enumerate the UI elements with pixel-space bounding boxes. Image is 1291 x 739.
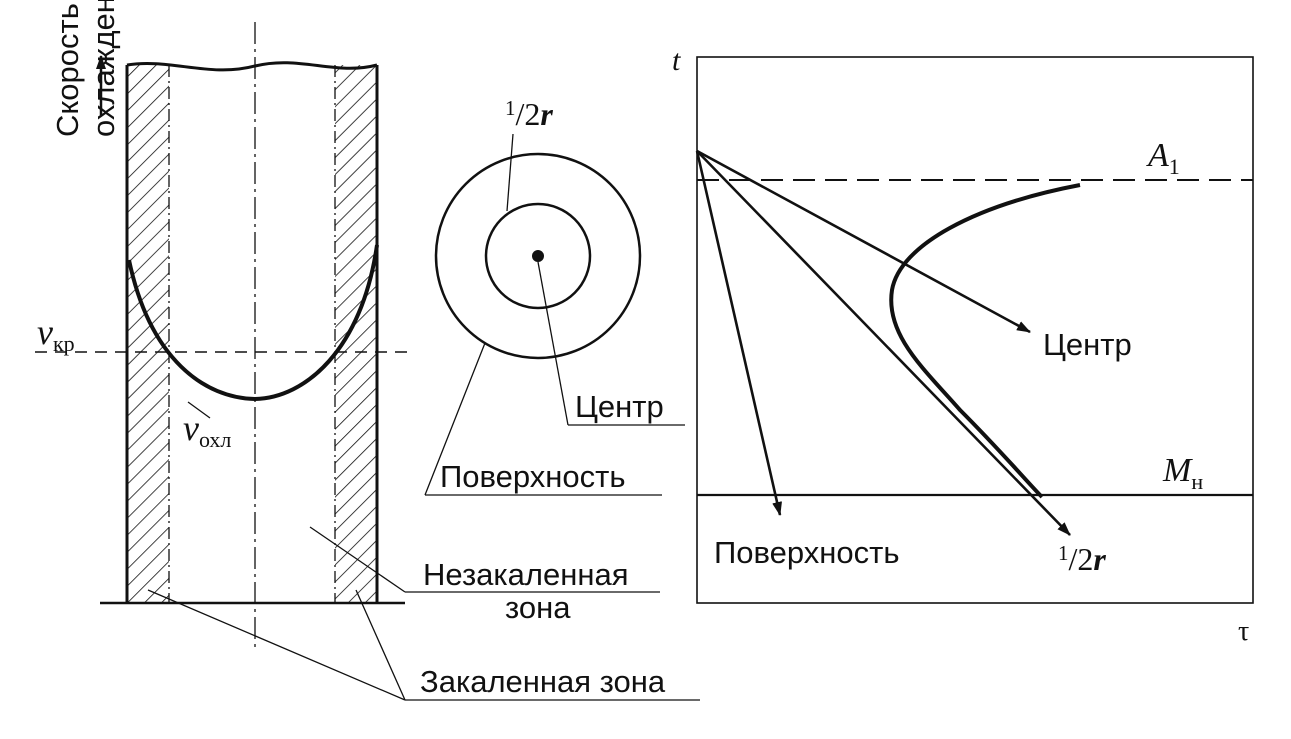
hardened-label: Закаленная зона	[420, 664, 666, 699]
v-cool-leader	[187, 401, 211, 419]
v-cool-subscript: охл	[199, 427, 231, 452]
v-cr-label: vкр	[37, 312, 75, 356]
hardened-zone-right	[335, 65, 377, 603]
hardened-leader-right	[355, 589, 406, 701]
surface-label-mid: Поверхность	[440, 459, 626, 494]
v-cool-curve	[127, 244, 379, 402]
mn-label: Mн	[1162, 452, 1203, 494]
half-r-den: 2	[524, 96, 540, 132]
a1-subscript: 1	[1169, 154, 1180, 179]
surface-label-chart: Поверхность	[714, 535, 900, 570]
speed-axis-label-line2: охлаждения	[86, 0, 121, 137]
speed-axis-label-line1: Скорость	[50, 3, 85, 137]
v-cr-symbol: v	[37, 312, 53, 352]
v-cool-label: vохл	[183, 408, 231, 452]
c-curve	[889, 183, 1081, 499]
cylinder-section	[35, 22, 410, 650]
cross-section	[424, 133, 685, 496]
v-cr-subscript: кр	[53, 331, 75, 356]
surface-leader	[424, 342, 486, 496]
half-r-label-chart: 1/2r	[1058, 541, 1106, 577]
half-r-slash-chart: /	[1069, 541, 1078, 577]
half-r-label-top: 1/2r	[505, 96, 553, 132]
half-radius-circle	[484, 202, 592, 310]
hardened-leader-left	[147, 589, 406, 701]
mn-symbol: M	[1162, 452, 1193, 489]
unhardened-label-line2: зона	[505, 590, 571, 625]
tau-axis-label: τ	[1238, 616, 1249, 647]
center-cooling-curve	[696, 149, 1031, 334]
center-dot	[532, 250, 544, 262]
mn-subscript: н	[1191, 469, 1203, 494]
half-r-cooling-curve	[696, 150, 1071, 536]
half-r-var: r	[540, 96, 553, 132]
unhardened-label-line1: Незакаленная	[423, 557, 628, 592]
outer-circle	[434, 152, 642, 360]
half-r-num-chart: 1	[1058, 541, 1069, 565]
half-r-leader	[506, 133, 514, 212]
center-leader	[537, 261, 569, 426]
half-r-var-chart: r	[1093, 541, 1106, 577]
center-label-mid: Центр	[575, 389, 664, 424]
v-cool-symbol: v	[183, 408, 199, 448]
hardened-zone-left	[127, 65, 169, 603]
a1-label: A1	[1146, 137, 1180, 179]
unhardened-leader	[309, 526, 406, 593]
half-r-num: 1	[505, 96, 516, 120]
a1-symbol: A	[1146, 137, 1169, 174]
center-label-chart: Центр	[1043, 327, 1132, 362]
cooling-chart	[695, 56, 1254, 604]
t-axis-label: t	[672, 44, 681, 77]
chart-frame	[696, 56, 1254, 604]
surface-cooling-curve	[695, 150, 782, 516]
half-r-den-chart: 2	[1077, 541, 1093, 577]
half-r-slash: /	[516, 96, 525, 132]
